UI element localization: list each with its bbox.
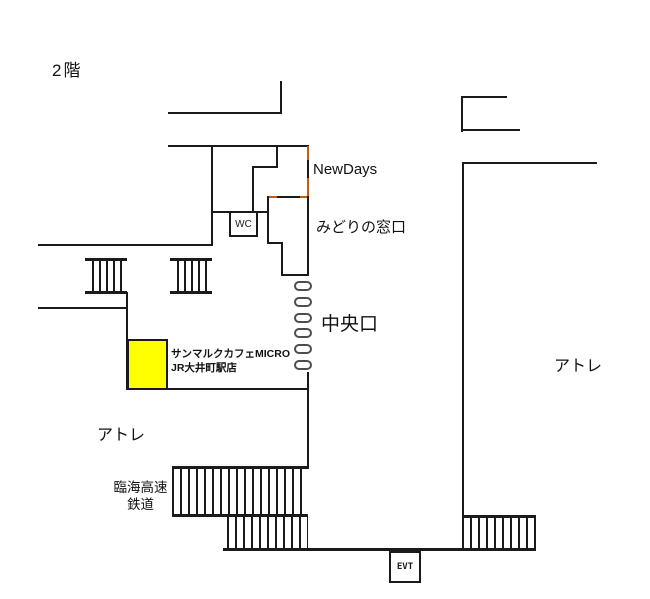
wall-segment — [461, 96, 507, 98]
chuo-exit-label: 中央口 — [321, 314, 379, 335]
wall-segment — [307, 197, 309, 276]
newdays-accent — [300, 196, 307, 198]
ticket-gate — [294, 328, 312, 338]
wall-segment — [267, 242, 283, 244]
wall-segment — [280, 81, 282, 114]
ticket-gate — [294, 313, 312, 323]
wall-segment — [462, 162, 464, 518]
newdays-label: NewDays — [313, 161, 378, 178]
saint-marc-label-line2: JR大井町駅店 — [171, 362, 237, 374]
wall-segment — [38, 307, 128, 309]
newdays-wall-bottom — [267, 196, 309, 198]
saint-marc-cafe-highlight — [127, 339, 168, 390]
stairs-lower-main — [172, 466, 308, 517]
wall-segment — [168, 112, 281, 114]
stairs-upper-left-2 — [170, 258, 212, 294]
newdays-step-wall — [252, 166, 254, 213]
stairs-right — [462, 515, 536, 549]
newdays-wall-right — [307, 145, 309, 198]
wall-segment — [281, 274, 309, 276]
wall-bottom-main — [223, 548, 536, 551]
wc-label: WC — [235, 218, 252, 230]
wc-room: WC — [229, 211, 258, 237]
atre-left-label: アトレ — [97, 427, 146, 444]
wall-segment — [267, 196, 269, 244]
wall-segment — [461, 129, 520, 131]
elevator-label: EVT — [396, 562, 414, 572]
wall-segment — [461, 96, 463, 132]
atre-right-label: アトレ — [554, 358, 603, 375]
wall-segment — [126, 388, 309, 390]
saint-marc-label-line1: サンマルクカフェMICRO — [171, 348, 290, 360]
wall-segment — [38, 244, 213, 246]
newdays-step-wall — [276, 145, 278, 167]
ticket-gate — [294, 360, 312, 370]
ticket-gate — [294, 297, 312, 307]
rinkai-label-line2: 鉄道 — [127, 497, 154, 512]
wall-segment — [462, 162, 597, 164]
wall-segment — [307, 372, 309, 469]
newdays-accent — [268, 196, 277, 198]
newdays-wall-left — [211, 145, 213, 245]
ticket-gate — [294, 281, 312, 291]
newdays-wall-top — [168, 145, 308, 147]
ticket-gate — [294, 344, 312, 354]
floor-label: 2階 — [52, 61, 83, 80]
stairs-upper-left-1 — [85, 258, 127, 294]
newdays-step-wall — [252, 166, 278, 168]
newdays-accent — [307, 178, 309, 197]
elevator-box: EVT — [389, 551, 421, 583]
midori-madoguchi-label: みどりの窓口 — [316, 219, 407, 236]
rinkai-label-line1: 臨海高速 — [113, 480, 168, 495]
wall-segment — [281, 242, 283, 276]
stairs-lower-extension — [227, 517, 308, 549]
newdays-accent — [307, 146, 309, 160]
